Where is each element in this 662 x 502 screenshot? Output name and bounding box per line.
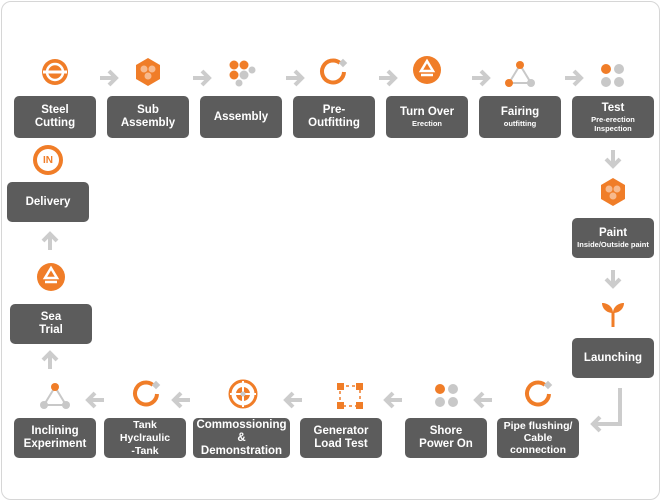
paint-hexagon-icon [598,177,628,207]
arrow-left [380,388,404,412]
arrow-down [601,268,625,292]
triangle-nodes-icon [505,59,535,89]
step-delivery: Delivery [7,182,89,222]
arrow-up [38,228,62,252]
in-badge-text: IN [37,149,59,171]
four-dots-icon [598,61,628,91]
arrow-right [563,66,587,90]
step-sea-trial: Sea Trial [10,304,92,344]
target-icon [228,379,258,409]
power-dots-icon [432,381,462,411]
sea-trial-recycle-icon [36,262,66,292]
step-steel-cutting: Steel Cutting [14,96,96,138]
sprout-icon [598,298,628,328]
arrow-right [191,66,215,90]
recycle-icon [412,55,442,85]
step-launching: Launching [572,338,654,378]
arrow-down [601,148,625,172]
flush-ring-icon [523,379,553,409]
assembly-dots-icon [226,57,256,87]
arrow-left [280,388,304,412]
step-tank-hydraulic: Tank Hyclraulic -Tank [104,418,186,458]
step-sub-assembly: Sub Assembly [107,96,189,138]
tank-ring-icon [131,379,161,409]
arrow-left [168,388,192,412]
step-assembly: Assembly [200,96,282,138]
arrow-right [470,66,494,90]
square-nodes-icon [335,381,365,411]
arrow-left [470,388,494,412]
step-shore-power: Shore Power On [405,418,487,458]
step-pipe-flushing: Pipe flushing/ Cable connection [497,418,579,458]
arrow-right [284,66,308,90]
circular-saw-icon [40,57,70,87]
arrow-elbow [584,386,628,434]
step-generator-load-test: Generator Load Test [300,418,382,458]
inclining-triangle-icon [40,381,70,411]
arrow-right [98,66,122,90]
step-pre-outfitting: Pre- Outfitting [293,96,375,138]
arrow-right [377,66,401,90]
hexagon-parts-icon [133,57,163,87]
delivery-in-icon: IN [33,145,63,175]
arrow-up [38,347,62,371]
refresh-ring-icon [318,57,348,87]
step-inclining-experiment: Inclining Experiment [14,418,96,458]
arrow-left [82,388,106,412]
step-commissioning: Commossioning & Demonstration [193,418,290,458]
